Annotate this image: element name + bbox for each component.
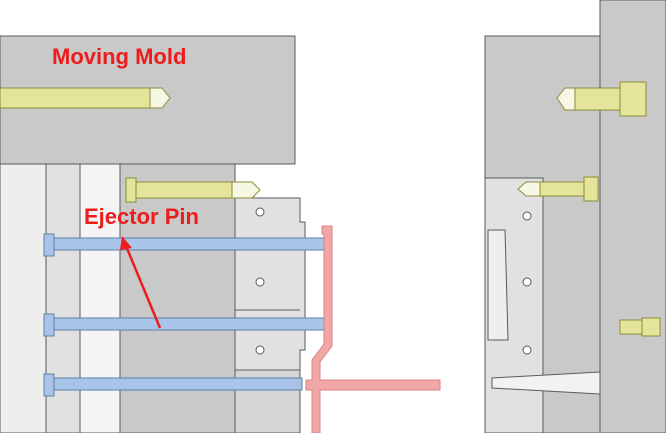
dowel-hole <box>522 345 532 355</box>
ejector-plate-left <box>0 163 47 433</box>
callout-arrowhead <box>120 236 132 250</box>
bolt-shank <box>135 181 233 199</box>
long-bolt-shank <box>0 87 151 109</box>
ejector-pin-shaft <box>53 317 329 331</box>
dowel-hole <box>255 345 265 355</box>
ejector-pin-label: Ejector Pin <box>84 204 199 229</box>
bolt-tip-right <box>517 181 541 197</box>
callout-arrow <box>124 245 162 329</box>
molded-part <box>305 225 441 433</box>
ejector-pin-head <box>43 373 55 397</box>
ejector-pin-head <box>43 313 55 337</box>
moving-mold-label: Moving Mold <box>52 44 187 69</box>
dowel-hole <box>522 211 532 221</box>
bolt-tip <box>231 181 261 199</box>
ejector-pin-head <box>43 233 55 257</box>
core-insert <box>234 197 306 371</box>
dowel-hole <box>522 277 532 287</box>
bolt-tip-right <box>556 87 576 111</box>
bolt-shank-right <box>574 87 621 111</box>
small-bolt-head <box>641 317 661 337</box>
bolt-shank-right <box>539 181 585 197</box>
ejector-pin-shaft <box>53 377 303 391</box>
bolt-head-right <box>583 176 599 202</box>
long-bolt-tip <box>149 87 171 109</box>
sprue-bushing <box>491 371 601 395</box>
bolt-head-right <box>619 81 647 117</box>
bolt-head <box>125 177 137 203</box>
cavity-detail <box>487 229 509 341</box>
dowel-hole <box>255 277 265 287</box>
small-bolt <box>619 319 643 335</box>
ejector-pin-shaft <box>53 237 329 251</box>
dowel-hole <box>255 207 265 217</box>
clamp-plate <box>599 0 666 433</box>
